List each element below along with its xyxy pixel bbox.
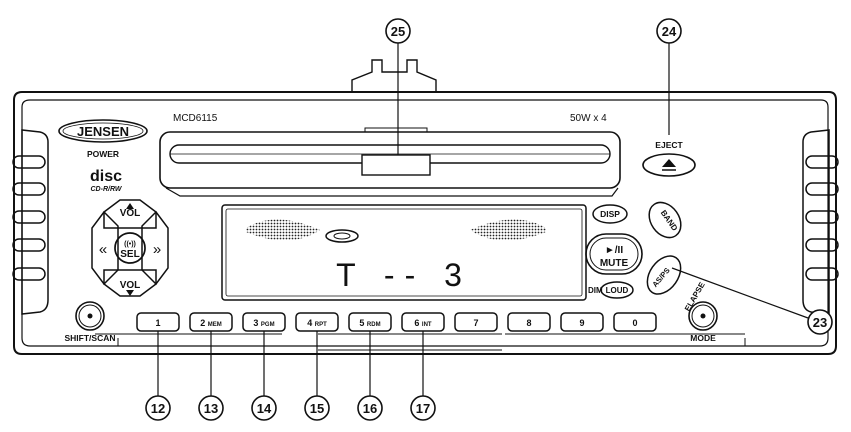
callout-23: 23 xyxy=(807,309,833,335)
svg-text:9: 9 xyxy=(579,318,584,328)
model-label: MCD6115 xyxy=(173,113,218,124)
asps-button[interactable]: AS/PS xyxy=(640,250,687,300)
vol-down-label: VOL xyxy=(120,280,141,291)
callout-13: 13 xyxy=(198,395,224,421)
callout-leaders xyxy=(157,42,809,396)
cd-slot[interactable] xyxy=(159,59,621,197)
faceplate-outline xyxy=(13,91,837,355)
chevron-left-icon: « xyxy=(99,241,107,258)
svg-text:25: 25 xyxy=(391,24,405,39)
preset-button-5[interactable]: 5 RDM xyxy=(348,312,392,332)
svg-text:12: 12 xyxy=(151,401,165,416)
right-spectrum-graphic xyxy=(470,219,546,241)
svg-text:8: 8 xyxy=(526,318,531,328)
preset-button-0[interactable]: 0 xyxy=(613,312,657,332)
svg-text:2 MEM: 2 MEM xyxy=(200,318,222,328)
play-mute-button[interactable]: ►/II MUTE xyxy=(585,233,643,275)
svg-text:16: 16 xyxy=(363,401,377,416)
seek-right-button xyxy=(141,210,169,286)
callout-17: 17 xyxy=(410,395,436,421)
callout-12: 12 xyxy=(145,395,171,421)
callout-25: 25 xyxy=(385,18,411,44)
svg-text:0: 0 xyxy=(632,318,637,328)
brand-text: JENSEN xyxy=(77,124,129,139)
display-readout: T -- 3 xyxy=(336,257,472,293)
preset-button-3[interactable]: 3 PGM xyxy=(242,312,286,332)
svg-text:13: 13 xyxy=(204,401,218,416)
callout-14: 14 xyxy=(251,395,277,421)
preset-buttons[interactable]: 1 2 MEM 3 PGM 4 RPT 5 RDM 6 INT 7 8 xyxy=(136,312,657,332)
navigation-cluster[interactable] xyxy=(91,199,169,297)
arrow-down-icon xyxy=(126,290,134,296)
preset-button-2[interactable]: 2 MEM xyxy=(189,312,233,332)
preset-button-1[interactable]: 1 xyxy=(136,312,180,332)
svg-text:6 INT: 6 INT xyxy=(414,318,432,328)
vol-up-button xyxy=(103,199,157,229)
sel-label: SEL xyxy=(120,249,139,260)
svg-text:23: 23 xyxy=(813,315,827,330)
disc-logo: disc CD-R/RW xyxy=(90,168,123,193)
preset-button-9[interactable]: 9 xyxy=(560,312,604,332)
disc-logo-text: disc xyxy=(90,168,122,185)
play-pause-label: ►/II xyxy=(605,245,623,256)
svg-text:15: 15 xyxy=(310,401,324,416)
callout-16: 16 xyxy=(357,395,383,421)
mute-label: MUTE xyxy=(600,258,629,269)
callout-15: 15 xyxy=(304,395,330,421)
left-vent-slots xyxy=(12,129,49,315)
dim-label: DIM xyxy=(588,286,603,295)
svg-text:5 RDM: 5 RDM xyxy=(359,318,380,328)
callout-24: 24 xyxy=(656,18,682,44)
preset-button-6[interactable]: 6 INT xyxy=(401,312,445,332)
preset-button-4[interactable]: 4 RPT xyxy=(295,312,339,332)
signal-icon: ((•)) xyxy=(124,241,136,248)
disc-sub-text: CD-R/RW xyxy=(91,186,123,193)
loud-button[interactable]: LOUD xyxy=(600,281,634,299)
svg-text:4 RPT: 4 RPT xyxy=(307,318,327,328)
eject-label: EJECT xyxy=(655,140,683,150)
disp-button[interactable]: DISP xyxy=(592,204,628,224)
svg-text:1: 1 xyxy=(155,318,160,328)
mode-button[interactable] xyxy=(688,301,718,331)
mode-label: MODE xyxy=(690,333,716,343)
preset-button-8[interactable]: 8 xyxy=(507,312,551,332)
arrow-up-icon xyxy=(126,203,134,209)
power-rating-label: 50W x 4 xyxy=(570,113,607,124)
disp-label: DISP xyxy=(600,209,620,219)
seek-left-button xyxy=(91,210,119,286)
preset-button-7[interactable]: 7 xyxy=(454,312,498,332)
power-label: POWER xyxy=(87,149,119,159)
shift-scan-button[interactable] xyxy=(75,301,105,331)
svg-text:7: 7 xyxy=(473,318,478,328)
brand-logo: JENSEN xyxy=(58,119,148,143)
left-spectrum-graphic xyxy=(246,219,320,241)
eject-icon xyxy=(662,159,676,167)
vol-up-label: VOL xyxy=(120,208,141,219)
shift-scan-label: SHIFT/SCAN xyxy=(65,333,116,343)
loud-label: LOUD xyxy=(606,286,629,295)
chevron-right-icon: » xyxy=(153,241,161,258)
svg-text:3 PGM: 3 PGM xyxy=(253,318,274,328)
right-vent-slots xyxy=(802,129,839,315)
svg-text:14: 14 xyxy=(257,401,272,416)
lcd-display: T -- 3 xyxy=(221,204,587,301)
eject-button[interactable]: EJECT xyxy=(642,140,696,177)
svg-text:24: 24 xyxy=(662,24,677,39)
svg-text:17: 17 xyxy=(416,401,430,416)
band-button[interactable]: BAND xyxy=(643,196,688,243)
disc-indicator-icon xyxy=(325,229,359,243)
asps-label: AS/PS xyxy=(650,266,671,289)
